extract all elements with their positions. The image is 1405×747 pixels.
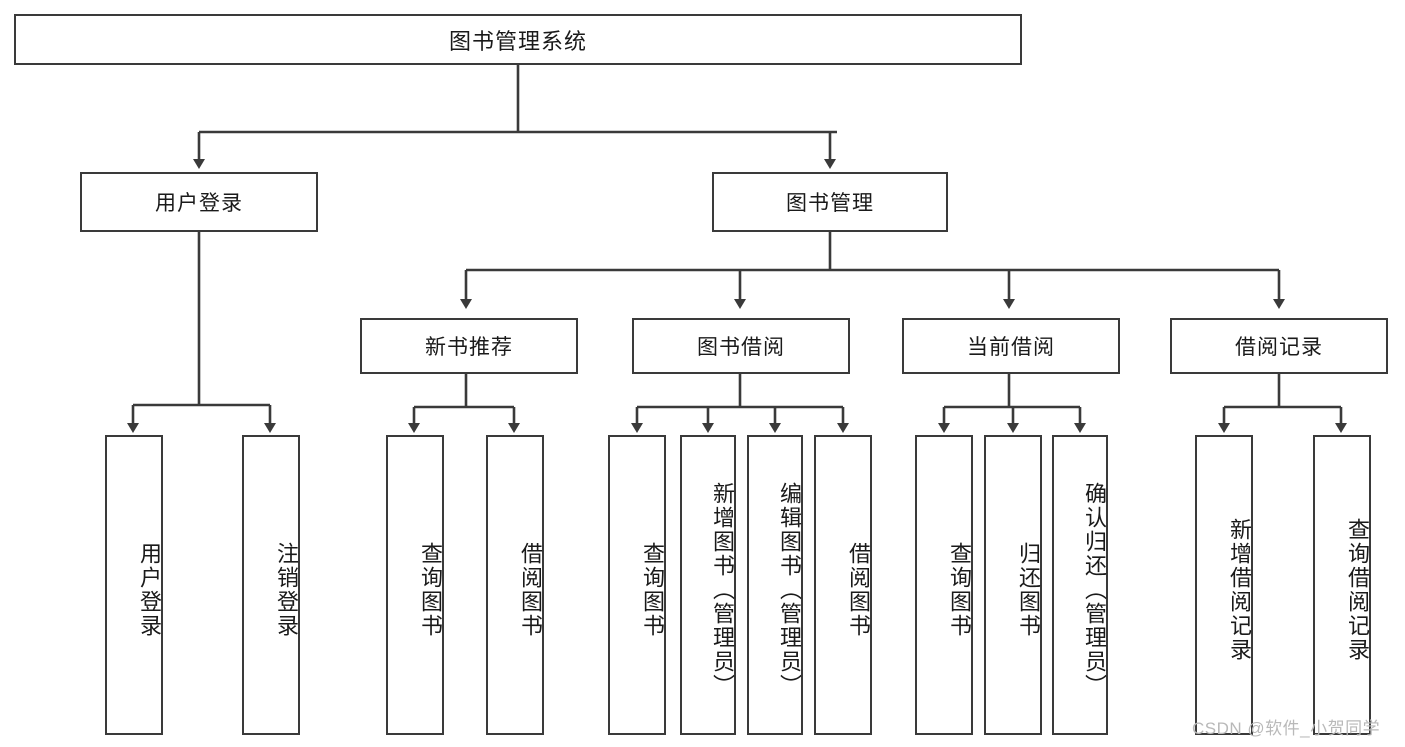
- leaf-confirm-return[interactable]: 确认归还（管理员）: [1052, 435, 1108, 735]
- leaf-add-record[interactable]: 新增借阅记录: [1195, 435, 1253, 735]
- node-label: 归还图书: [1016, 542, 1041, 638]
- leaf-user-login[interactable]: 用户登录: [105, 435, 163, 735]
- leaf-borrow-book-rec[interactable]: 借阅图书: [486, 435, 544, 735]
- leaf-edit-book[interactable]: 编辑图书（管理员）: [747, 435, 803, 735]
- node-book-manage[interactable]: 图书管理: [712, 172, 948, 232]
- node-label: 借阅记录: [1235, 336, 1323, 359]
- node-label: 查询借阅记录: [1345, 518, 1370, 662]
- leaf-query-book-current[interactable]: 查询图书: [915, 435, 973, 735]
- node-label: 图书管理系统: [448, 28, 587, 54]
- node-label: 确认归还（管理员）: [1082, 482, 1107, 698]
- node-book-borrow[interactable]: 图书借阅: [632, 318, 850, 374]
- node-label: 图书借阅: [697, 336, 785, 359]
- node-current-borrow[interactable]: 当前借阅: [902, 318, 1120, 374]
- node-borrow-record[interactable]: 借阅记录: [1170, 318, 1388, 374]
- node-label: 注销登录: [274, 542, 299, 638]
- node-label: 查询图书: [947, 542, 972, 638]
- leaf-add-book[interactable]: 新增图书（管理员）: [680, 435, 736, 735]
- leaf-query-book-borrow[interactable]: 查询图书: [608, 435, 666, 735]
- node-label: 借阅图书: [518, 542, 543, 638]
- node-label: 新增借阅记录: [1227, 518, 1252, 662]
- node-label: 查询图书: [418, 542, 443, 638]
- leaf-return-book[interactable]: 归还图书: [984, 435, 1042, 735]
- leaf-logout[interactable]: 注销登录: [242, 435, 300, 735]
- leaf-borrow-book[interactable]: 借阅图书: [814, 435, 872, 735]
- node-root[interactable]: 图书管理系统: [14, 14, 1022, 65]
- node-label: 用户登录: [155, 192, 243, 215]
- node-label: 用户登录: [137, 542, 162, 638]
- node-label: 新增图书（管理员）: [710, 482, 735, 698]
- node-label: 图书管理: [786, 192, 874, 215]
- node-label: 当前借阅: [967, 336, 1055, 359]
- node-label: 借阅图书: [846, 542, 871, 638]
- node-label: 查询图书: [640, 542, 665, 638]
- node-label: 编辑图书（管理员）: [777, 482, 802, 698]
- node-user-login[interactable]: 用户登录: [80, 172, 318, 232]
- watermark-text: CSDN @软件_小贺同学: [1192, 719, 1381, 738]
- node-label: 新书推荐: [425, 336, 513, 359]
- node-new-book-rec[interactable]: 新书推荐: [360, 318, 578, 374]
- leaf-query-book-rec[interactable]: 查询图书: [386, 435, 444, 735]
- leaf-query-record[interactable]: 查询借阅记录: [1313, 435, 1371, 735]
